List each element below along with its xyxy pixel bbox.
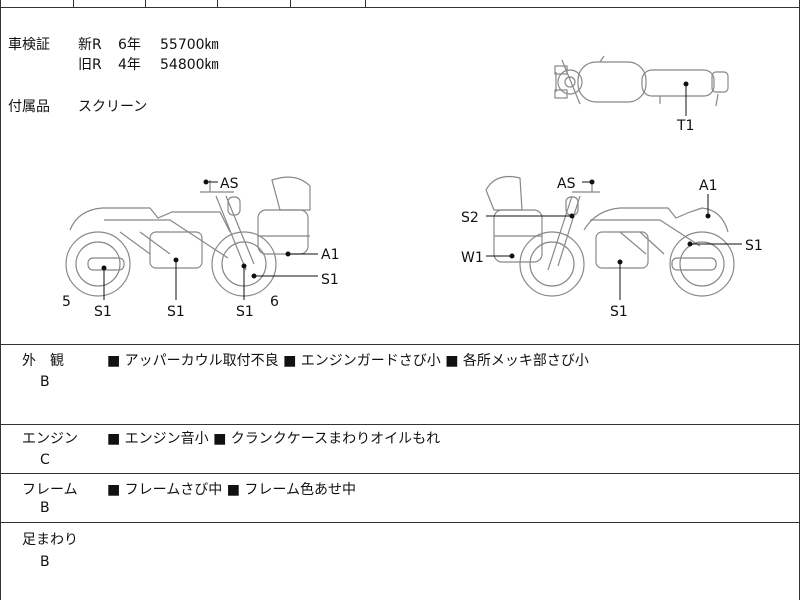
section-divider	[0, 473, 800, 474]
mark-left-s1-front: S1	[236, 304, 254, 320]
new-km: 55700㎞	[160, 37, 219, 53]
top-view-motorcycle	[554, 55, 729, 107]
new-years: 6年	[118, 37, 141, 53]
accessories-value: スクリーン	[78, 99, 148, 115]
mark-right-s1-engine: S1	[610, 304, 628, 320]
mark-top-t1: T1	[676, 118, 694, 134]
header-cell	[290, 0, 366, 7]
section-divider	[0, 522, 800, 523]
mark-left-s1-engine: S1	[167, 304, 185, 320]
section-name-frame: フレーム	[22, 482, 78, 498]
left-border	[0, 0, 1, 600]
mark-left-5: 5	[62, 294, 71, 310]
mark-left-s1-rear: S1	[321, 272, 339, 288]
old-years: 4年	[118, 57, 141, 73]
inspection-label: 車検証	[8, 37, 50, 53]
mark-left-a1: A1	[321, 247, 339, 263]
mark-left-6: 6	[270, 294, 279, 310]
header-cell	[365, 0, 800, 7]
motorcycle-diagram: T1 AS A1 S1 S1 S1 S1 5 6 AS A1 S2 W1 S1 …	[62, 55, 763, 320]
header-cell	[217, 0, 291, 7]
mark-left-as: AS	[220, 176, 239, 192]
new-r-label: 新R	[78, 37, 102, 53]
section-notes-appearance: ■ アッパーカウル取付不良 ■ エンジンガードさび小 ■ 各所メッキ部さび小	[107, 353, 589, 369]
left-side-motorcycle	[65, 176, 311, 297]
old-km: 54800㎞	[160, 57, 219, 73]
section-grade-frame: B	[40, 500, 50, 516]
mark-right-w1: W1	[461, 250, 484, 266]
section-divider	[0, 424, 800, 425]
mark-right-s1-rear: S1	[745, 238, 763, 254]
section-grade-appearance: B	[40, 374, 50, 390]
mark-right-as: AS	[557, 176, 576, 192]
section-grade-engine: C	[40, 452, 50, 468]
section-notes-engine: ■ エンジン音小 ■ クランクケースまわりオイルもれ	[107, 431, 441, 447]
section-divider	[0, 344, 800, 345]
section-name-appearance: 外 観	[22, 353, 64, 369]
section-notes-frame: ■ フレームさび中 ■ フレーム色あせ中	[107, 482, 356, 498]
section-name-suspension: 足まわり	[22, 532, 78, 548]
section-name-engine: エンジン	[22, 431, 78, 447]
right-side-motorcycle	[485, 175, 735, 297]
mark-right-s2: S2	[461, 210, 479, 226]
section-grade-suspension: B	[40, 554, 50, 570]
accessories-label: 付属品	[8, 99, 50, 115]
header-cell	[145, 0, 218, 7]
mark-right-a1: A1	[699, 178, 717, 194]
old-r-label: 旧R	[78, 57, 102, 73]
mark-left-s1-muffler: S1	[94, 304, 112, 320]
header-cell	[73, 0, 146, 7]
